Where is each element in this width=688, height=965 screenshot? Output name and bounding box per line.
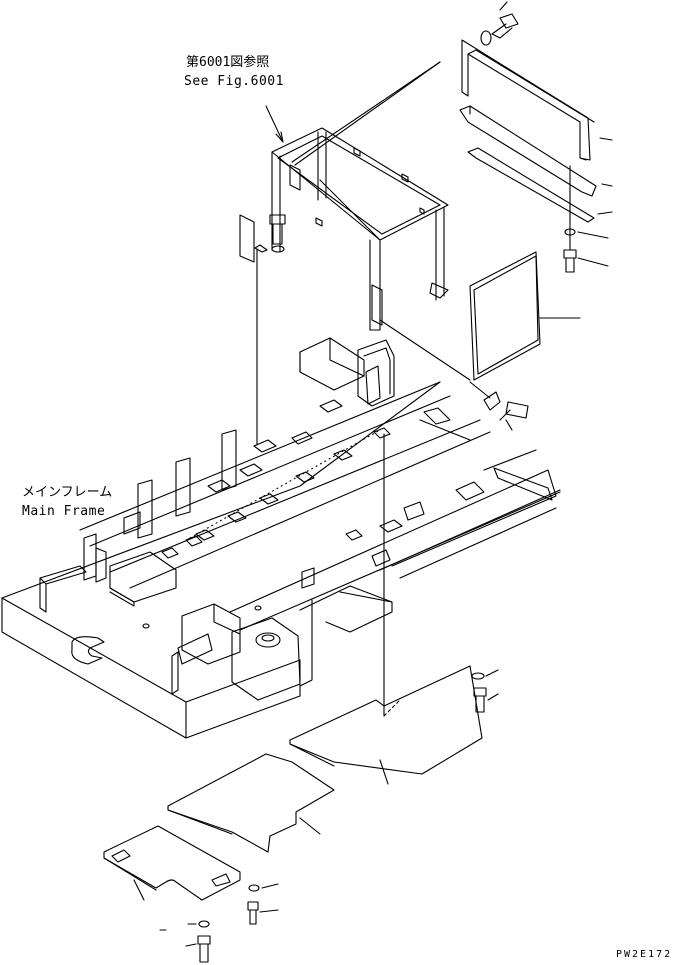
under-cover-plate-3 bbox=[104, 826, 240, 900]
main-frame-label-japanese: メインフレーム bbox=[22, 485, 113, 500]
main-frame-label-english: Main Frame bbox=[22, 504, 106, 519]
guard-frame bbox=[240, 106, 448, 330]
main-frame-body bbox=[2, 338, 560, 738]
top-right-brackets bbox=[295, 2, 612, 272]
drawing-code: PW2E172 bbox=[616, 949, 673, 960]
bolt-left-frame bbox=[255, 215, 285, 445]
lead-line-frame-to-cover bbox=[292, 62, 440, 162]
under-cover-plate-2 bbox=[168, 754, 334, 852]
lead-line-hidden bbox=[384, 700, 400, 716]
under-cover-plate-1 bbox=[290, 666, 482, 784]
fig-reference-english: See Fig.6001 bbox=[184, 74, 284, 89]
side-cover-plate bbox=[380, 252, 580, 430]
fig-reference-japanese: 第6001図参照 bbox=[186, 55, 270, 70]
floor-hardware bbox=[160, 670, 498, 962]
